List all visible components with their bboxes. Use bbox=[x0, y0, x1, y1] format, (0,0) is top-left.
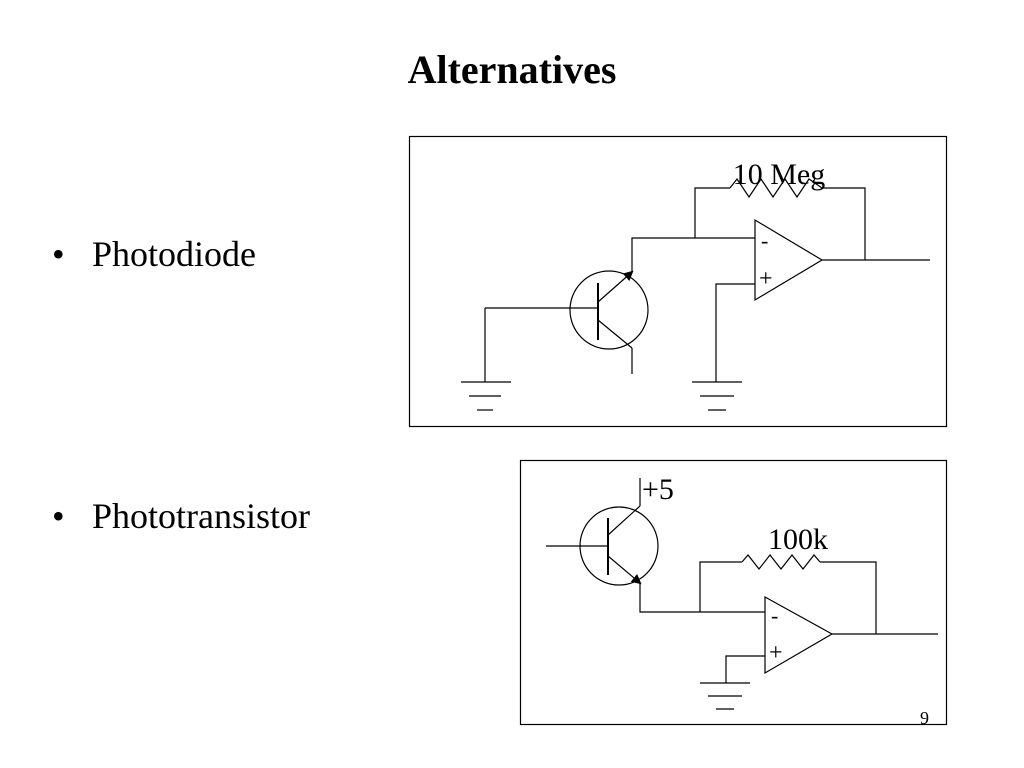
slide-title: Alternatives bbox=[407, 47, 617, 92]
opamp-minus-label: - bbox=[771, 603, 778, 628]
feedback-wire-left bbox=[694, 187, 730, 238]
bullet-text-phototransistor: Phototransistor bbox=[92, 496, 311, 536]
emitter-to-minus-wire bbox=[631, 237, 755, 272]
slide-page-number: 9 bbox=[920, 708, 929, 728]
circuit-bottom-frame bbox=[519, 459, 948, 726]
opamp-triangle-icon bbox=[764, 595, 834, 675]
plus-input-wire bbox=[725, 655, 765, 683]
feedback-wire-right bbox=[820, 561, 877, 634]
bullet-symbol: • bbox=[52, 234, 65, 274]
opamp-minus-label: - bbox=[761, 228, 768, 253]
plus-input-wire bbox=[715, 283, 755, 382]
resistor-icon bbox=[729, 177, 823, 199]
bullet-symbol: • bbox=[52, 496, 65, 536]
transistor-emitter-arrow-icon bbox=[597, 270, 634, 303]
resistor-icon bbox=[741, 554, 821, 570]
transistor-circle-icon bbox=[569, 270, 649, 350]
ground-icon bbox=[692, 381, 742, 411]
circuit-top-frame bbox=[408, 135, 948, 428]
bullet-phototransistor: • Phototransistor bbox=[52, 494, 310, 538]
bullet-text-photodiode: Photodiode bbox=[92, 234, 257, 274]
emitter-to-minus-wire bbox=[639, 583, 765, 613]
bullet-photodiode: • Photodiode bbox=[52, 232, 256, 276]
circuit-top bbox=[408, 135, 948, 428]
opamp-plus-label: + bbox=[769, 640, 783, 666]
opamp-triangle-icon bbox=[754, 218, 824, 302]
phototransistor-collector-lead bbox=[607, 505, 641, 536]
ground-icon bbox=[461, 381, 511, 411]
resistor-label-100k: 100k bbox=[768, 523, 828, 556]
feedback-wire-right bbox=[822, 187, 866, 260]
circuit-bottom bbox=[519, 459, 948, 726]
phototransistor-emitter-arrow-icon bbox=[607, 555, 642, 585]
ground-icon bbox=[700, 682, 750, 710]
resistor-label-10meg: 10 Meg bbox=[733, 158, 826, 191]
feedback-wire-left bbox=[699, 561, 742, 612]
supply-label-plus5: +5 bbox=[642, 473, 674, 506]
transistor-collector-lead bbox=[597, 319, 633, 349]
opamp-plus-label: + bbox=[759, 266, 773, 292]
